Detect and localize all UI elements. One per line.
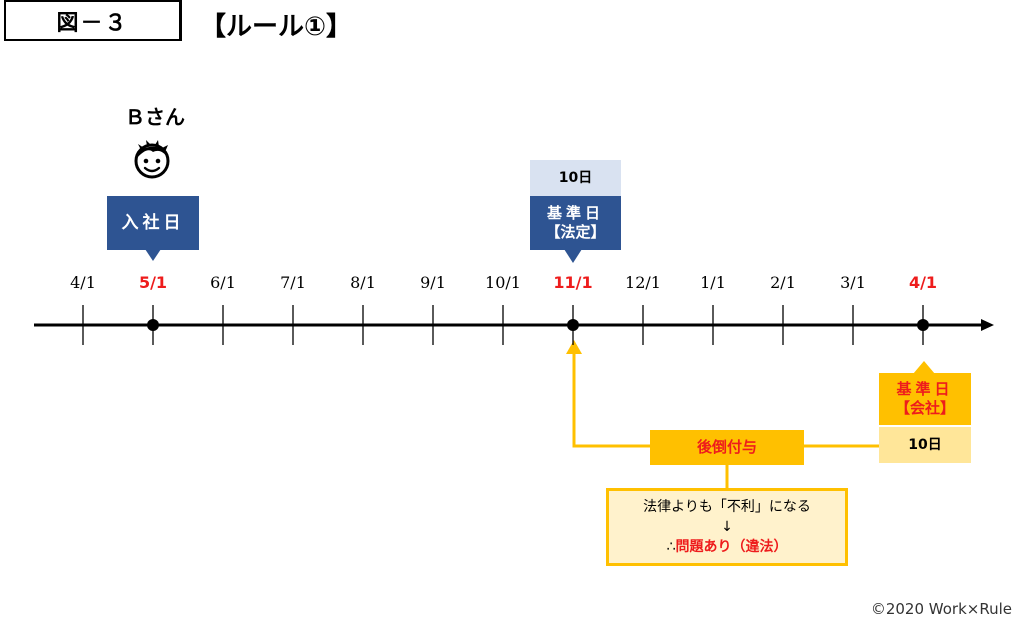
- tick-label: 2/1: [770, 273, 796, 292]
- figure-label: 図－３: [4, 0, 182, 41]
- tick-label: 8/1: [350, 273, 376, 292]
- person-name: Ｂさん: [125, 105, 185, 129]
- legal-base-date-line2: 【法定】: [545, 223, 606, 241]
- note-conclusion-text: 問題あり（違法）: [675, 539, 788, 555]
- retro-connector-left: [572, 352, 650, 448]
- timeline-dot: [917, 319, 929, 331]
- timeline-dot: [147, 319, 159, 331]
- retroactive-grant-label: 後倒付与: [650, 430, 804, 465]
- company-base-date-pointer: [913, 361, 935, 374]
- legal-base-date-pointer: [564, 249, 582, 263]
- company-base-date-line1: 基準日: [896, 380, 954, 398]
- note-line1: 法律よりも「不利」になる: [643, 499, 811, 515]
- note-conclusion: ∴問題あり（違法）: [667, 537, 788, 557]
- tick-label: 4/1: [908, 273, 938, 292]
- company-days-label: 10日: [879, 427, 971, 463]
- tick-label: 9/1: [420, 273, 446, 292]
- therefore-symbol: ∴: [666, 539, 676, 555]
- note-arrow: ↓: [721, 519, 733, 535]
- timeline-dot: [567, 319, 579, 331]
- join-date-pointer: [145, 249, 161, 261]
- tick-label: 1/1: [700, 273, 726, 292]
- tick-marks: [82, 305, 929, 345]
- legal-base-date-line1: 基準日: [546, 204, 604, 222]
- tick-label: 12/1: [625, 273, 661, 292]
- copyright: ©2020 Work×Rule: [870, 600, 1012, 618]
- tick-label: 10/1: [485, 273, 521, 292]
- tick-label: 11/1: [553, 273, 593, 292]
- join-date-callout: 入社日: [107, 196, 199, 250]
- tick-label: 4/1: [70, 273, 96, 292]
- retro-arrowhead: [566, 340, 582, 354]
- company-base-date-callout: 基準日 【会社】: [879, 373, 971, 425]
- tick-label: 5/1: [138, 273, 168, 292]
- rule-title: 【ルール①】: [200, 12, 353, 42]
- company-base-date-line2: 【会社】: [894, 399, 955, 417]
- legal-days-label: 10日: [530, 160, 621, 196]
- tick-label: 7/1: [280, 273, 306, 292]
- tick-label: 6/1: [210, 273, 236, 292]
- tick-label: 3/1: [840, 273, 866, 292]
- boy-face-icon: [134, 140, 170, 179]
- timeline-arrowhead: [981, 319, 994, 331]
- note-box: 法律よりも「不利」になる ↓ ∴問題あり（違法）: [606, 488, 848, 566]
- legal-base-date-callout: 基準日 【法定】: [530, 196, 621, 250]
